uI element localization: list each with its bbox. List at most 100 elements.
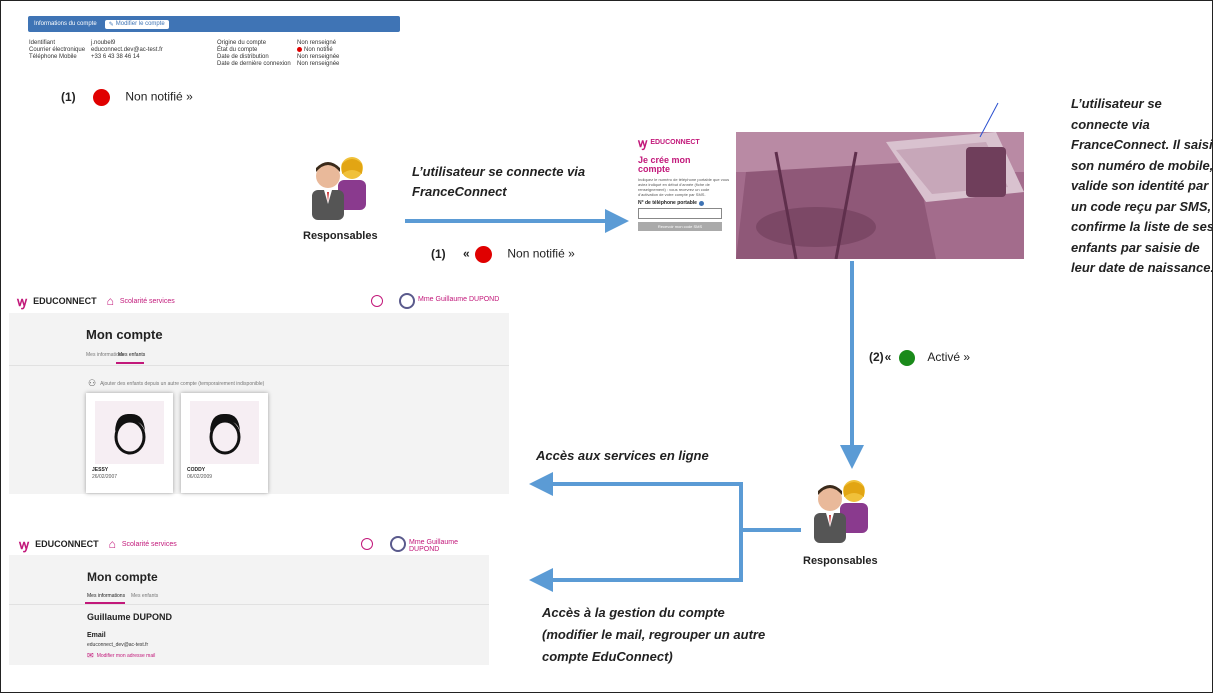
arrow-connector [529,528,801,592]
responsables-label-top: Responsables [303,230,378,242]
status-2-label: Activé » [927,350,971,365]
value-state: Non notifié [304,47,333,54]
arrow-services [529,472,743,530]
add-user-icon: ⚇ [88,378,97,388]
value-distribution: Non renseignée [297,54,340,61]
phone-label: N° de téléphone portable [638,200,697,206]
child-card[interactable]: JESSY 26/02/2007 [86,393,173,493]
key-last-login: Date de dernière connexion [217,61,291,67]
access-services-text: Accès aux services en ligne [536,448,709,463]
right-description: L’utilisateur se connecte via FranceConn… [1071,96,1213,275]
mail-edit-icon: ✉ [87,651,94,660]
home-icon[interactable]: ⌂ [106,294,114,308]
red-status-dot [297,47,302,52]
educonnect-logo-icon: ꝡ [638,136,648,150]
divider [9,365,509,366]
edit-email-row[interactable]: ✉ Modifier mon adresse mail [87,651,155,660]
send-sms-label: Recevoir mon code SMS [657,224,703,229]
profile-icon[interactable] [390,536,406,552]
tab-mes-enfants[interactable]: Mes enfants [131,593,159,599]
add-children-row[interactable]: ⚇ Ajouter des enfants depuis un autre co… [88,378,264,389]
help-icon[interactable] [698,200,704,206]
status-1-number: (1) [61,89,76,104]
edit-icon: ✎ [108,21,114,28]
value-email: educonnect.dev@ac-test.fr [91,47,163,53]
left-values: j.noubel9 educonnect.dev@ac-test.fr +33 … [91,40,163,61]
key-origin: Origine du compte [217,40,267,46]
status-2-number: (2) [869,350,884,365]
account-info-panel: Informations du compte ✎ Modifier le com… [28,16,400,71]
user-circle-icon[interactable] [371,295,383,307]
user-name[interactable]: Mme Guillaume DUPOND [418,296,500,303]
signup-brand: ꝡ EDUCONNECT [638,134,730,151]
phone-input[interactable] [638,208,722,219]
child-card[interactable]: CODDY 06/02/2009 [181,393,268,493]
phone-label-row: N° de téléphone portable [638,200,730,206]
avatar [190,401,259,464]
tab-mes-informations[interactable]: Mes informations [87,593,126,599]
nav-scolarite[interactable]: Scolarité services [121,540,177,548]
value-state-row: Non notifié [297,47,339,54]
desk-photo [736,132,1024,259]
educonnect-logo-icon: ꝡ [17,294,28,309]
send-sms-button[interactable]: Recevoir mon code SMS [638,222,722,231]
add-children-link: Ajouter des enfants depuis un autre comp… [100,380,265,387]
signup-description: Indiquez le numéro de téléphone portable… [638,177,730,197]
edit-account-button[interactable]: ✎ Modifier le compte [104,19,169,29]
account-info-header: Informations du compte ✎ Modifier le com… [28,16,400,32]
page-title: Mon compte [86,327,163,342]
pointer-line [979,102,999,138]
status-2-open: « [884,350,892,365]
right-keys: Origine du compte État du compte Date de… [217,40,291,68]
key-phone: Téléphone Mobile [29,54,77,60]
email-value: educonnect_dev@ac-test.fr [87,642,149,648]
home-icon[interactable]: ⌂ [108,537,116,551]
educonnect-logo-icon: ꝡ [19,537,30,552]
red-status-dot [93,89,111,106]
account-body-1: Mon compte Mes informations Mes enfants … [9,313,509,494]
status-1-top: (1) Non notifié » [61,89,193,106]
key-email: Courrier électronique [29,47,86,53]
tab-underline [116,362,144,364]
value-origin: Non renseigné [297,40,337,46]
status-1-label: Non notifié » [125,89,193,104]
nav-scolarite[interactable]: Scolarité services [119,297,175,305]
account-info-title: Informations du compte [34,20,97,27]
tab-mes-informations[interactable]: Mes informations [86,352,125,358]
edit-account-label: Modifier le compte [115,20,165,27]
signup-panel: ꝡ EDUCONNECT Je crée mon compte Indiquez… [638,134,730,259]
account-header-1: ꝡ EDUCONNECT ⌂ Scolarité services Mme Gu… [9,289,509,313]
signup-brand-label: EDUCONNECT [650,139,700,146]
value-phone: +33 6 43 38 46 14 [91,54,140,60]
child-birthdate: 06/02/2009 [187,474,213,480]
right-values: Non renseigné Non notifié Non renseignée… [297,40,339,68]
status-2: (2)« Activé » [869,350,970,366]
tab-underline [85,602,125,604]
status-1-mid-open: « [463,246,470,261]
status-1-mid-label: Non notifié » [507,246,575,261]
child-avatar-icon [209,413,240,454]
tab-mes-enfants[interactable]: Mes enfants [118,352,146,358]
profile-icon[interactable] [399,293,415,309]
key-identifiant: Identifiant [29,40,56,46]
account-body-2: Mon compte Mes informations Mes enfants … [9,555,489,665]
user-name[interactable]: Mme Guillaume DUPOND [409,539,459,553]
brand-label: EDUCONNECT [35,539,99,549]
connect-text: L’utilisateur se connecte via FranceConn… [412,164,586,199]
red-status-dot [475,246,493,263]
person-name: Guillaume DUPOND [87,612,173,622]
value-last-login: Non renseignée [297,61,340,68]
status-1-mid: (1) « Non notifié » [431,246,575,263]
account-header-2: ꝡ EDUCONNECT ⌂ Scolarité services Mme Gu… [9,533,489,555]
child-name: JESSY [92,467,109,473]
user-circle-icon[interactable] [361,538,373,550]
responsables-label-bottom: Responsables [803,555,878,567]
child-name: CODDY [187,467,206,473]
value-identifiant: j.noubel9 [91,40,116,46]
key-distribution: Date de distribution [217,54,269,60]
avatar [95,401,164,464]
responsables-icon-top [306,152,376,224]
email-label: Email [87,632,106,639]
page-title: Mon compte [87,570,158,584]
